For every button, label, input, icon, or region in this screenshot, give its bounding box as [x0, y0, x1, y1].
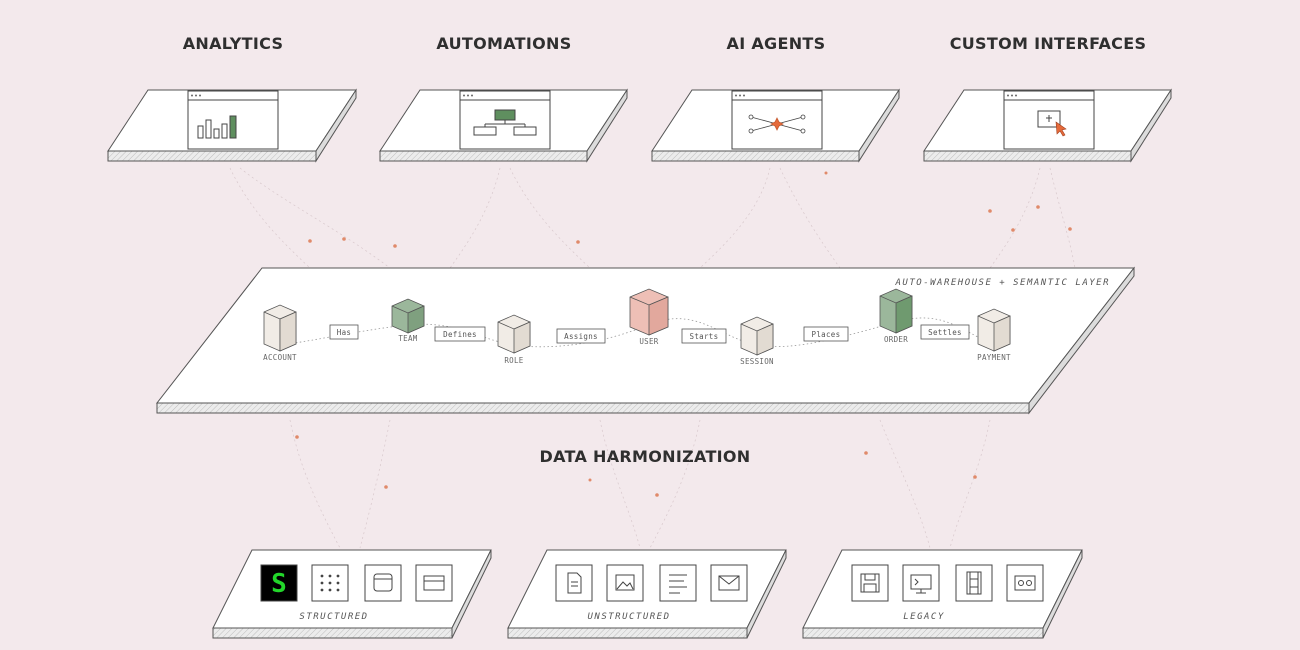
unstructured-label: UNSTRUCTURED [587, 612, 670, 622]
image-icon[interactable] [606, 564, 644, 602]
entity-account[interactable]: ACCOUNT [263, 304, 297, 362]
mail-icon[interactable] [710, 564, 748, 602]
cursor-window-icon [1037, 110, 1067, 137]
semantic-layer-label: AUTO-WAREHOUSE + SEMANTIC LAYER [895, 278, 1110, 288]
bar-chart-icon [197, 115, 237, 139]
semantic-layer-platform: AUTO-WAREHOUSE + SEMANTIC LAYER ACCOUNT … [155, 266, 1136, 415]
svg-text:USER: USER [639, 337, 658, 346]
connection-lines-top [229, 167, 1076, 269]
svg-text:Defines: Defines [443, 330, 477, 339]
structured-label: STRUCTURED [299, 612, 368, 622]
unstructured-platform: UNSTRUCTURED [507, 549, 787, 639]
automations-title: AUTOMATIONS [436, 34, 572, 53]
document-icon[interactable] [555, 564, 593, 602]
svg-text:S: S [271, 569, 287, 599]
grid-dots-icon[interactable] [311, 564, 349, 602]
data-particles [295, 171, 1072, 497]
svg-text:TEAM: TEAM [398, 334, 417, 343]
entity-payment[interactable]: PAYMENT [977, 308, 1011, 362]
svg-text:Starts: Starts [690, 332, 719, 341]
film-icon[interactable] [955, 564, 993, 602]
custom-interfaces-window[interactable] [1003, 90, 1095, 150]
relation-places: Places [803, 326, 849, 342]
entity-order[interactable]: ORDER [879, 288, 913, 344]
entity-user[interactable]: USER [629, 288, 669, 346]
automations-window[interactable] [459, 90, 551, 150]
svg-text:PAYMENT: PAYMENT [977, 353, 1011, 362]
svg-text:Places: Places [812, 330, 841, 339]
svg-text:Settles: Settles [928, 328, 962, 337]
relation-starts: Starts [681, 328, 727, 344]
entity-team[interactable]: TEAM [391, 298, 425, 343]
ai-agents-title: AI AGENTS [726, 34, 826, 53]
relation-assigns: Assigns [556, 328, 606, 344]
analytics-title: ANALYTICS [182, 34, 284, 53]
ai-agents-window[interactable] [731, 90, 823, 150]
tape-icon[interactable] [1006, 564, 1044, 602]
relation-defines: Defines [434, 326, 486, 342]
data-harmonization-title: DATA HARMONIZATION [539, 447, 751, 466]
custom-interfaces-title: CUSTOM INTERFACES [949, 34, 1147, 53]
card-icon[interactable] [415, 564, 453, 602]
structured-platform: STRUCTURED S [212, 549, 492, 639]
ai-agents-platform [651, 88, 900, 163]
svg-text:ROLE: ROLE [504, 356, 523, 365]
terminal-icon[interactable] [902, 564, 940, 602]
svg-text:ACCOUNT: ACCOUNT [263, 353, 297, 362]
legacy-platform: LEGACY [802, 549, 1083, 639]
agent-network-icon [748, 114, 806, 134]
svg-text:ORDER: ORDER [884, 335, 908, 344]
automations-platform [379, 88, 628, 163]
connection-lines-bottom [289, 419, 991, 549]
database-icon[interactable] [364, 564, 402, 602]
relation-settles: Settles [920, 324, 970, 340]
entity-session[interactable]: SESSION [740, 316, 774, 366]
relation-has: Has [329, 324, 359, 340]
analytics-window[interactable] [187, 90, 279, 150]
custom-interfaces-platform [923, 88, 1172, 163]
svg-text:SESSION: SESSION [740, 357, 774, 366]
s-logo-icon[interactable]: S [260, 564, 298, 602]
text-lines-icon[interactable] [659, 564, 697, 602]
svg-text:Assigns: Assigns [564, 332, 598, 341]
legacy-label: LEGACY [903, 612, 945, 622]
workflow-icon [473, 109, 537, 136]
floppy-disk-icon[interactable] [851, 564, 889, 602]
analytics-platform [107, 88, 357, 163]
entity-role[interactable]: ROLE [497, 314, 531, 365]
svg-text:Has: Has [337, 328, 351, 337]
